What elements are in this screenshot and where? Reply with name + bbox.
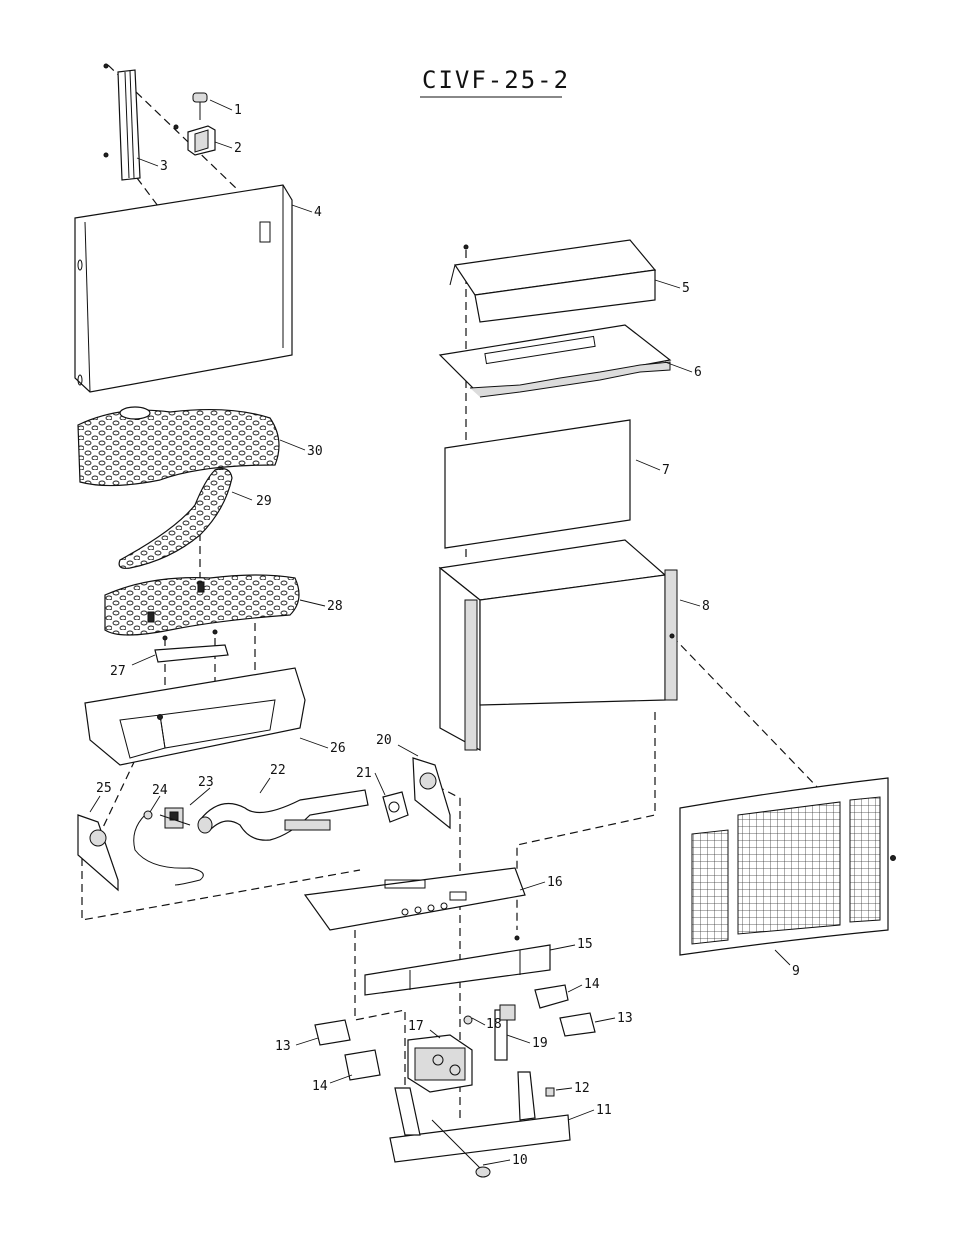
part-14-bracket-right: [535, 985, 568, 1008]
part-26-grate-tray: [85, 668, 305, 765]
callout-23: 23: [198, 775, 214, 790]
part-13-bracket-left: [315, 1020, 350, 1045]
part-30-top-log: [78, 407, 279, 486]
callout-7: 7: [662, 463, 670, 478]
callout-2: 2: [234, 141, 242, 156]
callout-8: 8: [702, 599, 710, 614]
part-18-nut: [464, 1016, 472, 1024]
callout-6: 6: [694, 365, 702, 380]
callout-30: 30: [307, 444, 323, 459]
callout-5: 5: [682, 281, 690, 296]
callout-13-right: 13: [617, 1011, 633, 1026]
callout-27: 27: [110, 664, 126, 679]
part-9-screen: [680, 778, 896, 955]
callout-1: 1: [234, 103, 242, 118]
part-11-control-bracket: [390, 1072, 570, 1162]
callout-18: 18: [486, 1017, 502, 1032]
callout-10: 10: [512, 1153, 528, 1168]
callout-16: 16: [547, 875, 563, 890]
callout-3: 3: [160, 159, 168, 174]
part-4-side-panel: [75, 185, 292, 392]
part-17-gas-valve: [408, 1035, 472, 1092]
callout-17: 17: [408, 1019, 424, 1034]
part-21-orifice-block: [383, 792, 408, 822]
callout-20: 20: [376, 733, 392, 748]
part-2-bracket: [174, 125, 215, 155]
part-23-pilot-assembly: [160, 808, 190, 828]
callout-29: 29: [256, 494, 272, 509]
part-8-firebox: [440, 540, 677, 750]
diagram-title: CIVF-25-2: [422, 66, 570, 94]
callout-24: 24: [152, 783, 168, 798]
callout-13-left: 13: [275, 1039, 291, 1054]
part-5-top-shield: [450, 240, 655, 322]
part-7-back-panel: [445, 420, 630, 548]
part-1-knob: [193, 93, 207, 120]
part-13-bracket-right: [560, 1013, 595, 1036]
callout-25: 25: [96, 781, 112, 796]
part-27-bracket: [155, 630, 228, 662]
callout-9: 9: [792, 964, 800, 979]
callout-22: 22: [270, 763, 286, 778]
part-12-fitting: [546, 1088, 554, 1096]
callout-14-right: 14: [584, 977, 600, 992]
callout-4: 4: [314, 205, 322, 220]
part-16-bottom-plate: [305, 868, 525, 930]
part-20-side-bracket: [413, 758, 450, 828]
callout-15: 15: [577, 937, 593, 952]
part-28-middle-log: [105, 575, 299, 635]
callout-28: 28: [327, 599, 343, 614]
callout-11: 11: [596, 1103, 612, 1118]
part-25-side-bracket: [78, 815, 118, 890]
part-3-channel: [104, 64, 140, 180]
part-6-baffle: [440, 325, 670, 397]
callout-26: 26: [330, 741, 346, 756]
part-19-elbow: [495, 1005, 515, 1060]
part-22-burner-tube: [198, 790, 368, 840]
part-15-trim: [365, 936, 550, 995]
callout-12: 12: [574, 1081, 590, 1096]
callout-21: 21: [356, 766, 372, 781]
callout-19: 19: [532, 1036, 548, 1051]
callout-14-left: 14: [312, 1079, 328, 1094]
diagram-title-group: CIVF-25-2: [420, 66, 570, 97]
